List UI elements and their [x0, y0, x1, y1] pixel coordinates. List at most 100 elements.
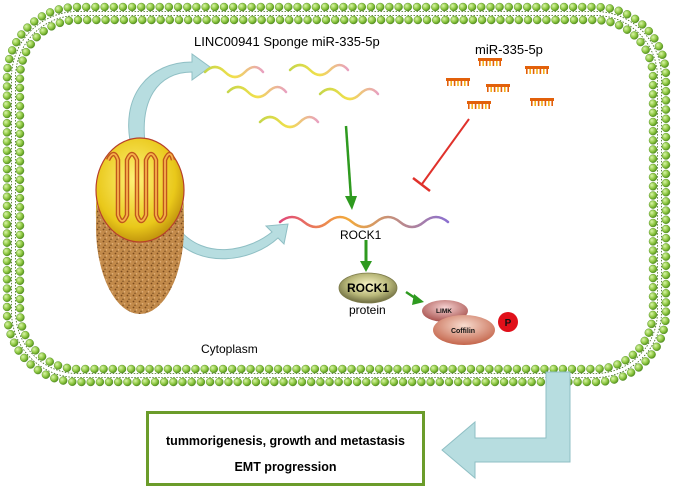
membrane-bead [273, 364, 283, 374]
membrane-bead [15, 203, 25, 212]
membrane-bead [2, 91, 12, 100]
membrane-bead [394, 2, 403, 12]
membrane-bead [15, 248, 25, 258]
membrane-bead [440, 2, 449, 12]
activation-arrow-protein-to-limk [405, 290, 424, 305]
membrane-bead [661, 160, 671, 169]
membrane-bead [45, 8, 55, 17]
membrane-bead [255, 364, 264, 374]
membrane-bead [648, 255, 658, 264]
membrane-bead [15, 193, 25, 203]
membrane-bead [12, 38, 21, 47]
membrane-bead [136, 364, 145, 374]
membrane-bead [660, 59, 669, 68]
membrane-bead [648, 136, 658, 145]
membrane-bead [481, 377, 490, 387]
membrane-bead [159, 377, 169, 387]
membrane-bead [348, 2, 357, 12]
membrane-bead [82, 15, 92, 25]
membrane-bead [661, 169, 671, 179]
membrane-bead [367, 15, 377, 25]
membrane-bead [15, 267, 25, 276]
membrane-bead [604, 363, 613, 372]
membrane-bead [340, 15, 349, 25]
rock1-mrna-strand [278, 215, 450, 229]
membrane-bead [2, 247, 12, 257]
membrane-bead [320, 2, 330, 12]
membrane-bead [541, 2, 550, 12]
membrane-bead [648, 191, 658, 200]
membrane-bead [77, 377, 86, 387]
membrane-bead [2, 155, 12, 165]
mirna-label: miR-335-5p [475, 42, 543, 57]
membrane-bead [15, 230, 25, 240]
membrane-bead [2, 146, 12, 156]
membrane-bead [505, 15, 514, 25]
membrane-bead [261, 377, 270, 387]
membrane-bead [178, 377, 187, 387]
mirna-molecule [486, 84, 510, 92]
membrane-bead [312, 15, 321, 25]
mirna-molecule [467, 101, 491, 109]
membrane-bead [205, 377, 215, 387]
membrane-bead [285, 15, 294, 25]
membrane-bead [104, 377, 114, 387]
membrane-bead [343, 377, 353, 387]
membrane-bead [658, 50, 667, 59]
membrane-bead [569, 15, 579, 25]
membrane-bead [72, 2, 82, 12]
membrane-bead [661, 188, 671, 197]
membrane-bead [113, 377, 123, 387]
membrane-bead [661, 178, 671, 188]
membrane-bead [536, 377, 546, 387]
membrane-bead [398, 377, 408, 387]
membrane-bead [15, 92, 25, 102]
membrane-bead [371, 377, 380, 387]
membrane-bead [2, 109, 12, 119]
membrane-bead [26, 360, 35, 369]
membrane-bead [224, 377, 233, 387]
membrane-bead [641, 45, 650, 54]
membrane-bead [647, 62, 657, 72]
membrane-bead [325, 377, 334, 387]
activation-arrow-sponge-to-mrna [344, 125, 357, 210]
membrane-bead [2, 238, 12, 247]
membrane-bead [542, 15, 551, 25]
membrane-bead [435, 377, 444, 387]
membrane-bead [32, 33, 41, 42]
membrane-bead [15, 239, 25, 249]
cytoplasm-label: Cytoplasm [201, 342, 258, 356]
membrane-bead [238, 2, 247, 12]
membrane-tail-line [15, 15, 658, 374]
membrane-bead [154, 364, 163, 374]
outcome-line-2: EMT progression [234, 460, 337, 474]
membrane-bead [145, 364, 154, 374]
membrane-bead [362, 377, 371, 387]
membrane-bead [635, 344, 644, 353]
membrane-bead [567, 364, 577, 374]
lncrna-sponge-strands [203, 63, 380, 129]
membrane-bead [449, 2, 458, 12]
membrane-bead [15, 147, 25, 157]
membrane-bead [661, 132, 671, 142]
membrane-bead [485, 364, 494, 374]
membrane-bead [2, 220, 12, 229]
membrane-bead [573, 377, 582, 387]
membrane-bead [64, 16, 74, 25]
membrane-bead [408, 377, 417, 387]
membrane-bead [242, 377, 252, 387]
membrane-bead [33, 365, 43, 375]
limk-text: LIMK [436, 308, 452, 315]
membrane-bead [352, 377, 362, 387]
membrane-bead [2, 100, 12, 110]
membrane-bead [330, 2, 339, 12]
membrane-bead [164, 2, 174, 12]
membrane-bead [650, 34, 659, 43]
membrane-bead [37, 352, 47, 361]
membrane-bead [101, 15, 110, 25]
membrane-bead [2, 164, 12, 174]
membrane-bead [15, 304, 25, 313]
membrane-bead [384, 364, 393, 374]
membrane-bead [218, 364, 228, 374]
membrane-bead [661, 142, 671, 151]
